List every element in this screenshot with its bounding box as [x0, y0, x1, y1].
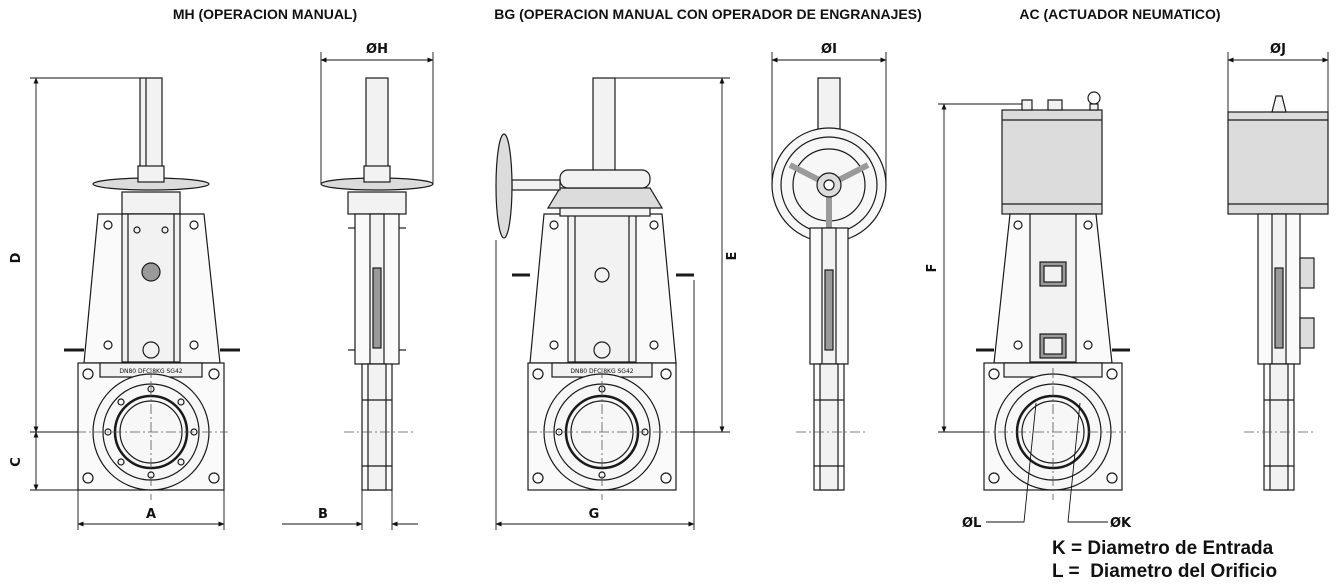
title-mh: MH (OPERACION MANUAL) — [172, 6, 358, 22]
plate-text-bg: DN80 DFC 8KG SG42 — [570, 368, 633, 375]
title-ac: AC (ACTUADOR NEUMATICO) — [1019, 6, 1221, 22]
center-lines — [76, 368, 1314, 500]
plate-text-mh: DN80 DFC 8KG SG42 — [119, 368, 182, 375]
ac-side-view — [1227, 95, 1329, 491]
bg-side-view — [771, 77, 887, 491]
mh-side-view — [320, 77, 434, 491]
legend-k: K = Diametro de Entrada — [1052, 538, 1274, 559]
dim-label-l: ØL — [962, 516, 981, 531]
legend-l: L = Diametro del Orificio — [1052, 561, 1278, 582]
dim-label-j: ØJ — [1270, 42, 1286, 57]
dim-label-k: ØK — [1110, 516, 1132, 531]
mh-front-view — [64, 77, 240, 491]
dimension-lines — [30, 52, 1329, 530]
bg-front-view — [495, 77, 694, 491]
dim-label-a: A — [146, 507, 156, 522]
dim-label-g: G — [589, 507, 600, 522]
dim-label-d: D — [9, 252, 24, 263]
dim-label-b: B — [318, 507, 328, 522]
dim-label-h: ØH — [366, 42, 388, 57]
dim-label-e: E — [725, 252, 740, 261]
dim-label-c: C — [9, 457, 24, 467]
dim-label-f: F — [925, 264, 940, 273]
title-bg: BG (OPERACION MANUAL CON OPERADOR DE ENG… — [494, 6, 922, 22]
dim-label-i: ØI — [821, 42, 837, 57]
